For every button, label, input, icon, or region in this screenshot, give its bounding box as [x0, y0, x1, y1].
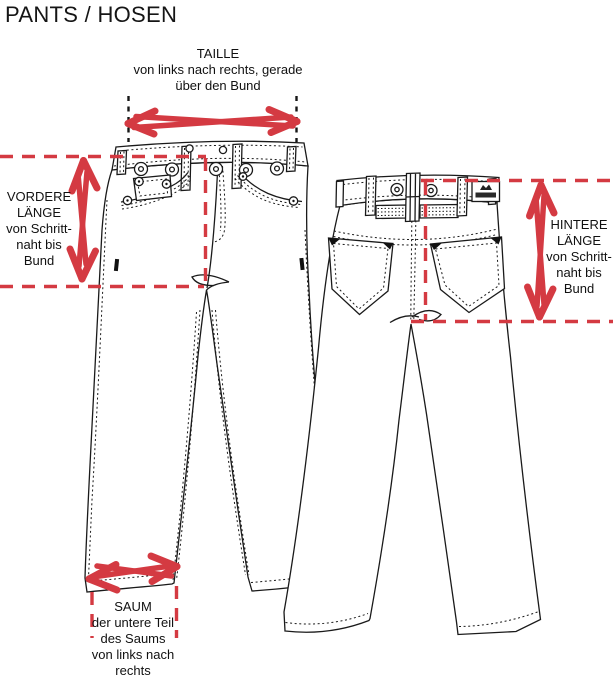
- saum-heading: SAUM: [114, 599, 152, 614]
- front-waistband-buttons: [133, 144, 285, 178]
- hintere-desc-3: Bund: [563, 281, 595, 296]
- hintere-heading-2: LÄNGE: [556, 233, 602, 248]
- vordere-laenge-guides: [0, 154, 208, 289]
- measurement-label-saum: SAUM der untere Teil des Saums von links…: [77, 599, 189, 679]
- saum-desc-3: von links nach: [91, 647, 175, 662]
- taille-desc-1: von links nach rechts, gerade: [133, 62, 303, 77]
- hintere-laenge-guides: [411, 178, 613, 324]
- back-right-pocket: [429, 236, 506, 314]
- measurement-label-hintere-laenge: HINTERE LÄNGE von Schritt- naht bis Bund: [545, 217, 613, 297]
- hintere-laenge-arrow: [524, 181, 558, 321]
- front-body: [84, 161, 342, 593]
- back-view-drawing: [283, 172, 542, 636]
- saum-desc-4: rechts: [115, 663, 151, 678]
- belt: [375, 203, 459, 220]
- front-view-drawing: [84, 140, 342, 593]
- hintere-desc-1: von Schritt-: [546, 249, 612, 264]
- front-left-pocket: [120, 172, 193, 210]
- vordere-desc-2: naht bis: [16, 237, 62, 252]
- front-waistband: [111, 140, 309, 171]
- hintere-desc-2: naht bis: [556, 265, 602, 280]
- front-right-pocket: [234, 172, 303, 208]
- vordere-laenge-arrow: [66, 157, 101, 283]
- vordere-heading-1: VORDERE: [6, 189, 72, 204]
- hintere-heading-1: HINTERE: [550, 217, 608, 232]
- saum-guides: [90, 586, 179, 638]
- saum-desc-2: des Saums: [100, 631, 166, 646]
- saum-desc-1: der untere Teil: [91, 615, 175, 630]
- measurement-label-vordere-laenge: VORDERE LÄNGE von Schritt- naht bis Bund: [0, 189, 78, 269]
- belt-buckle: [404, 172, 421, 223]
- saum-arrow: [85, 552, 181, 594]
- back-left-pocket: [327, 237, 394, 316]
- vordere-desc-1: von Schritt-: [6, 221, 72, 236]
- taille-arrow: [124, 106, 301, 138]
- taille-heading: TAILLE: [196, 46, 240, 61]
- taille-desc-2: über den Bund: [175, 78, 261, 93]
- vordere-heading-2: LÄNGE: [16, 205, 62, 220]
- vordere-desc-3: Bund: [23, 253, 55, 268]
- back-waistband-buttons: [390, 182, 438, 198]
- brand-patch: [471, 180, 501, 203]
- page-title: PANTS / HOSEN: [5, 2, 178, 27]
- measurement-label-taille: TAILLE von links nach rechts, gerade übe…: [108, 46, 328, 94]
